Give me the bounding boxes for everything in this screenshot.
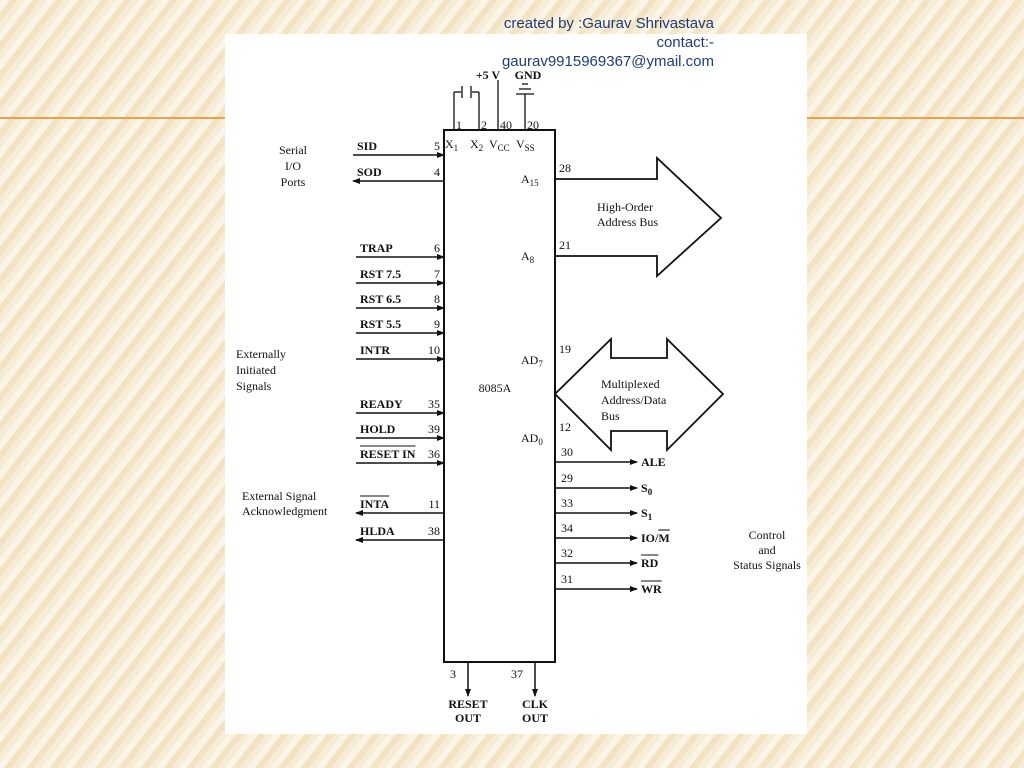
top-pin-label: VCC <box>489 137 510 153</box>
right-pin-name: ALE <box>641 455 666 469</box>
multiplexed-bus-label: Address/Data <box>601 393 667 407</box>
control-status-label: Status Signals <box>733 558 801 572</box>
left-pin-name: RST 7.5 <box>360 267 401 281</box>
top-pin-label: X1 <box>445 137 458 153</box>
high-order-bus-label: High-Order <box>597 200 653 214</box>
bus-pin-label: A15 <box>521 172 539 188</box>
bus-pin-number: 19 <box>559 342 571 356</box>
multiplexed-bus-label: Bus <box>601 409 620 423</box>
left-pin-name: HLDA <box>360 524 395 538</box>
multiplexed-bus-arrow <box>553 336 725 453</box>
header-rule-left <box>0 117 225 119</box>
left-pin-name: SOD <box>357 165 382 179</box>
external-signals-label: Signals <box>236 379 272 393</box>
left-pin-name: READY <box>360 397 403 411</box>
left-pin-number: 38 <box>428 524 440 538</box>
left-pin-number: 4 <box>434 165 440 179</box>
left-pin-number: 36 <box>428 447 440 461</box>
bus-pin-number: 28 <box>559 161 571 175</box>
bottom-pin-label: OUT <box>455 711 481 725</box>
top-pin-label: X2 <box>470 137 483 153</box>
control-status-label: and <box>758 543 775 557</box>
acknowledgment-label: External Signal <box>242 489 317 503</box>
acknowledgment-label: Acknowledgment <box>242 504 328 518</box>
control-status-label: Control <box>749 528 786 542</box>
bus-pin-number: 12 <box>559 420 571 434</box>
left-pin-name: INTR <box>360 343 390 357</box>
left-pin-name: INTA <box>360 497 389 511</box>
bus-pin-label: AD7 <box>521 353 543 369</box>
chip-body <box>443 129 556 663</box>
right-pin-name: S1 <box>641 506 653 522</box>
right-pin-number: 34 <box>561 521 573 535</box>
external-signals-label: Initiated <box>236 363 276 377</box>
external-signals-label: Externally <box>236 347 286 361</box>
right-pin-name: WR <box>641 582 662 596</box>
vplus-label: +5 V <box>476 68 501 82</box>
left-pin-number: 11 <box>428 497 440 511</box>
top-pin-number: 20 <box>527 118 539 132</box>
serial-io-label: Ports <box>281 175 306 189</box>
header-rule-right <box>807 117 1024 119</box>
bottom-pin-number: 37 <box>511 667 523 681</box>
left-pin-number: 5 <box>434 139 440 153</box>
chip-name: 8085A <box>479 381 512 395</box>
credit-line-2: contact:- <box>656 34 714 51</box>
bus-pin-label: A8 <box>521 249 535 265</box>
right-pin-number: 31 <box>561 572 573 586</box>
top-pin-label: VSS <box>516 137 535 153</box>
right-pin-number: 29 <box>561 471 573 485</box>
left-pin-number: 39 <box>428 422 440 436</box>
credit-line-3: gaurav9915969367@ymail.com <box>501 53 714 70</box>
left-pin-number: 7 <box>434 267 440 281</box>
right-pin-name: IO/M <box>641 531 670 545</box>
bottom-pin-number: 3 <box>450 667 456 681</box>
left-pin-name: RESET IN <box>360 447 416 461</box>
left-pin-number: 6 <box>434 241 440 255</box>
bottom-pin-label: OUT <box>522 711 548 725</box>
credit-line-1: created by :Gaurav Shrivastava <box>503 15 714 32</box>
high-order-bus-label: Address Bus <box>597 215 658 229</box>
left-pin-number: 35 <box>428 397 440 411</box>
ground-icon <box>516 83 534 95</box>
crystal-wiring <box>453 86 480 130</box>
high-order-bus-arrow <box>555 155 723 279</box>
left-pin-number: 10 <box>428 343 440 357</box>
right-pin-number: 32 <box>561 546 573 560</box>
bottom-pin-label: RESET <box>448 697 487 711</box>
right-pin-name: S0 <box>641 481 653 497</box>
left-pin-name: RST 6.5 <box>360 292 401 306</box>
gnd-label: GND <box>515 68 542 82</box>
author-credit: created by :Gaurav Shrivastava contact:-… <box>502 14 714 71</box>
bus-pin-label: AD0 <box>521 431 543 447</box>
right-pin-number: 33 <box>561 496 573 510</box>
top-pin-number: 2 <box>481 118 487 132</box>
left-pin-name: SID <box>357 139 377 153</box>
right-pin-number: 30 <box>561 445 573 459</box>
bottom-pin-label: CLK <box>522 697 549 711</box>
bus-pin-number: 21 <box>559 238 571 252</box>
serial-io-label: Serial <box>279 143 308 157</box>
left-pin-name: TRAP <box>360 241 393 255</box>
serial-io-label: I/O <box>285 159 301 173</box>
left-pin-number: 9 <box>434 317 440 331</box>
multiplexed-bus-label: Multiplexed <box>601 377 660 391</box>
left-pin-number: 8 <box>434 292 440 306</box>
left-pin-name: HOLD <box>360 422 396 436</box>
top-pin-number: 1 <box>456 118 462 132</box>
left-pin-name: RST 5.5 <box>360 317 401 331</box>
top-pin-number: 40 <box>500 118 512 132</box>
right-pin-name: RD <box>641 556 659 570</box>
